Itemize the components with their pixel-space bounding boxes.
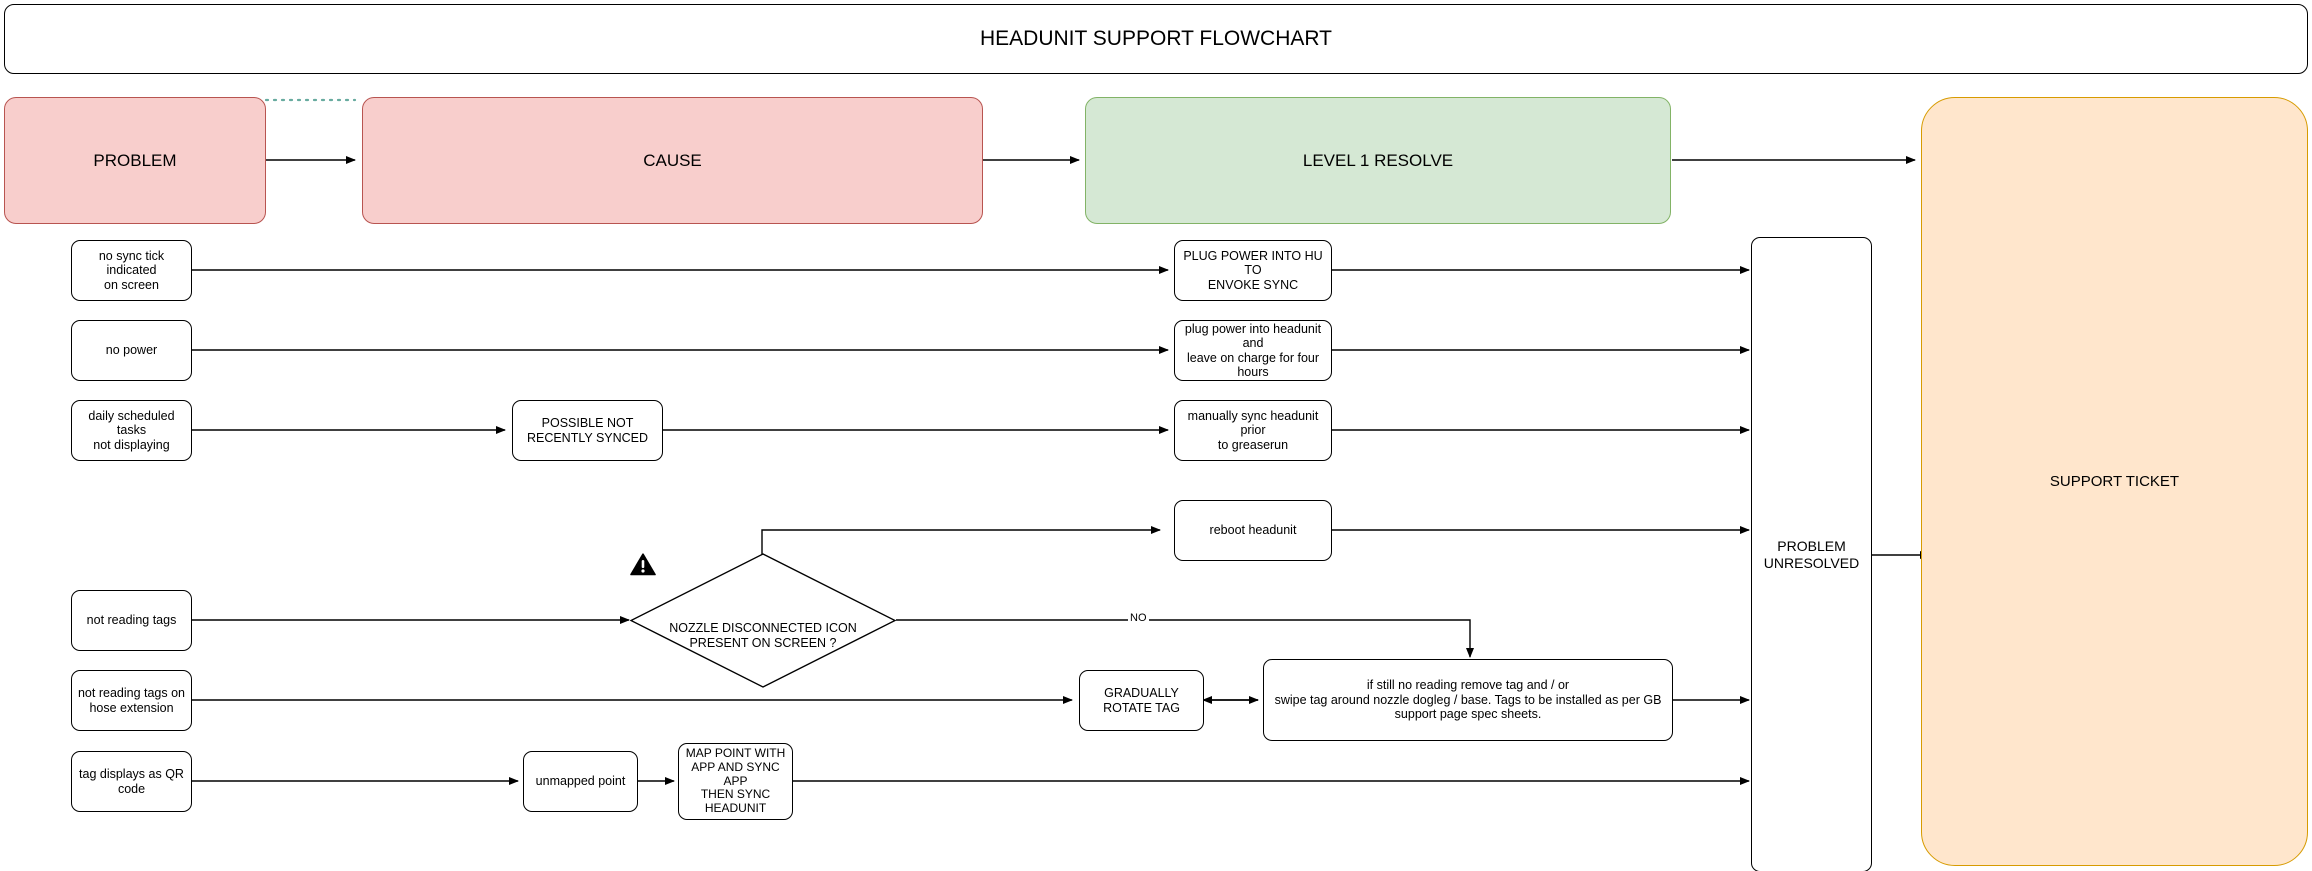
decision-nozzle-disconnected[interactable]: NOZZLE DISCONNECTED ICON PRESENT ON SCRE…: [630, 553, 896, 688]
resolve-swipe-tag-note[interactable]: if still no reading remove tag and / or …: [1263, 659, 1673, 741]
page-title: HEADUNIT SUPPORT FLOWCHART: [4, 4, 2308, 74]
resolve-manually-sync-headunit[interactable]: manually sync headunit prior to greaseru…: [1174, 400, 1332, 461]
lane-support-ticket[interactable]: SUPPORT TICKET: [1921, 97, 2308, 866]
resolve-plug-power-four-hours[interactable]: plug power into headunit and leave on ch…: [1174, 320, 1332, 381]
problem-not-reading-tags-hose-extension[interactable]: not reading tags on hose extension: [71, 670, 192, 731]
problem-no-power[interactable]: no power: [71, 320, 192, 381]
problem-not-reading-tags[interactable]: not reading tags: [71, 590, 192, 651]
resolve-reboot-headunit[interactable]: reboot headunit: [1174, 500, 1332, 561]
decision-label: NOZZLE DISCONNECTED ICON PRESENT ON SCRE…: [669, 621, 857, 650]
lane-header-problem[interactable]: PROBLEM: [4, 97, 266, 224]
lane-header-cause[interactable]: CAUSE: [362, 97, 983, 224]
resolve-plug-power-envoke-sync[interactable]: PLUG POWER INTO HU TO ENVOKE SYNC: [1174, 240, 1332, 301]
problem-unresolved-box[interactable]: PROBLEM UNRESOLVED: [1751, 237, 1872, 871]
problem-no-sync-tick[interactable]: no sync tick indicated on screen: [71, 240, 192, 301]
edge-label-no: NO: [1128, 612, 1149, 624]
problem-daily-tasks-not-displaying[interactable]: daily scheduled tasks not displaying: [71, 400, 192, 461]
cause-map-point-with-app[interactable]: MAP POINT WITH APP AND SYNC APP THEN SYN…: [678, 743, 793, 820]
resolve-gradually-rotate-tag[interactable]: GRADUALLY ROTATE TAG: [1079, 670, 1204, 731]
cause-possible-not-recently-synced[interactable]: POSSIBLE NOT RECENTLY SYNCED: [512, 400, 663, 461]
problem-tag-displays-as-qr-code[interactable]: tag displays as QR code: [71, 751, 192, 812]
lane-header-level-1-resolve[interactable]: LEVEL 1 RESOLVE: [1085, 97, 1671, 224]
cause-unmapped-point[interactable]: unmapped point: [523, 751, 638, 812]
